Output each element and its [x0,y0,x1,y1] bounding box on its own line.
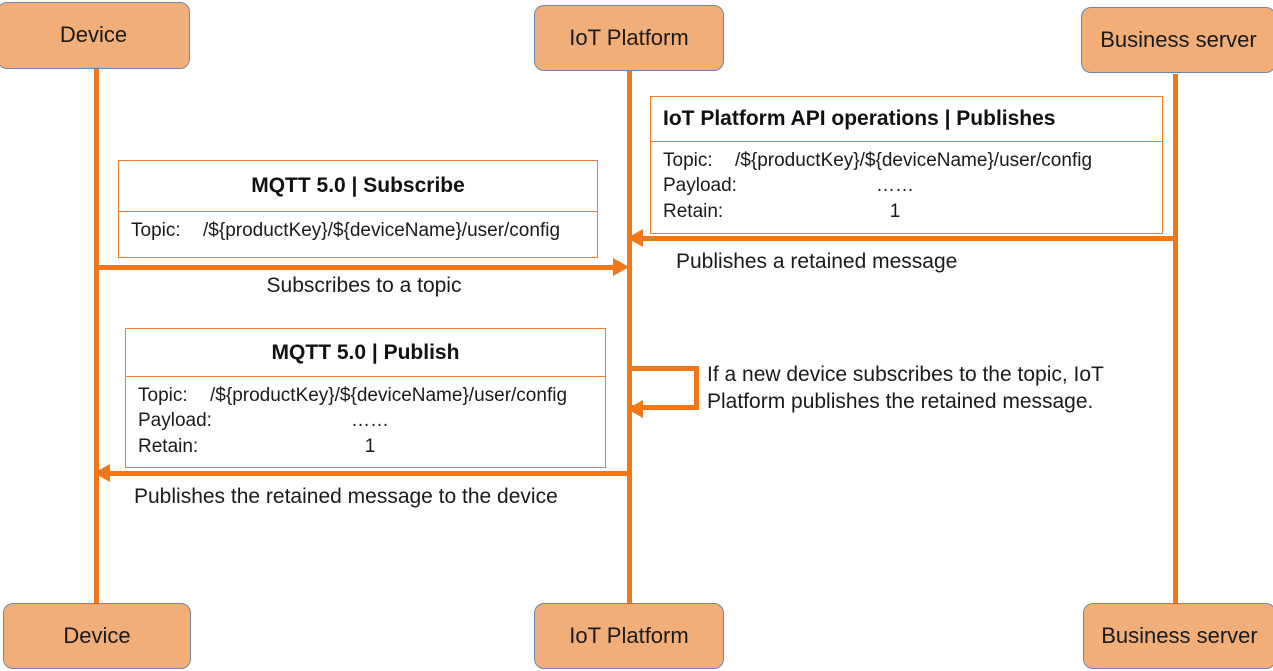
arrow-subscribes-line [94,265,613,270]
participant-label: Device [59,22,128,48]
participant-label: Device [63,622,131,648]
participant-label: IoT Platform [569,24,689,50]
arrow-subscribes-head [613,258,629,276]
note-mqtt-subscribe-body: Topic: /${productKey}/${deviceName}/user… [119,212,597,247]
note-mqtt-publish: MQTT 5.0 | Publish Topic: /${productKey}… [125,328,606,468]
note-mqtt-publish-body: Topic: /${productKey}/${deviceName}/user… [126,377,605,463]
participant-bottom-iot-platform[interactable]: IoT Platform [534,603,724,669]
participant-label: Business server [1100,26,1257,52]
arrow-publishes-to-device-head [94,464,110,482]
note-field: Retain: 1 [663,200,901,222]
selfloop-arrow-head [627,400,643,418]
arrow-publishes-retained-line [641,236,1175,241]
participant-label: Business server [1101,622,1258,648]
caption-publishes-retained: Publishes a retained message [676,250,958,273]
note-mqtt-publish-title: MQTT 5.0 | Publish [126,329,605,377]
selfloop-iot-platform [629,366,699,410]
note-field: Topic: /${productKey}/${deviceName}/user… [138,385,568,406]
lifeline-device [94,66,99,606]
participant-label: IoT Platform [569,622,689,648]
arrow-publishes-retained-head [627,229,643,247]
note-field: Topic: /${productKey}/${deviceName}/user… [663,150,1093,171]
note-api-publish-body: Topic: /${productKey}/${deviceName}/user… [651,142,1162,228]
participant-top-iot-platform[interactable]: IoT Platform [534,5,724,71]
lifeline-iot-platform [627,70,632,606]
arrow-publishes-to-device-line [108,471,629,476]
note-field: Retain: 1 [138,435,376,457]
note-field: Payload: …… [663,175,914,197]
note-api-publish-title: IoT Platform API operations | Publishes [651,97,1162,142]
note-mqtt-subscribe-title: MQTT 5.0 | Subscribe [119,161,597,212]
note-mqtt-subscribe: MQTT 5.0 | Subscribe Topic: /${productKe… [118,160,598,258]
note-field: Topic: /${productKey}/${deviceName}/user… [131,220,561,241]
note-field: Payload: …… [138,410,389,432]
participant-bottom-device[interactable]: Device [3,603,191,669]
caption-self-note: If a new device subscribes to the topic,… [707,363,1104,413]
note-api-publish: IoT Platform API operations | Publishes … [650,96,1163,234]
lifeline-business-server [1173,74,1178,606]
participant-top-device[interactable]: Device [0,2,190,69]
caption-subscribes-topic: Subscribes to a topic [266,274,462,297]
participant-bottom-business-server[interactable]: Business server [1083,603,1273,669]
participant-top-business-server[interactable]: Business server [1081,7,1273,73]
caption-publishes-to-device: Publishes the retained message to the de… [134,485,558,508]
